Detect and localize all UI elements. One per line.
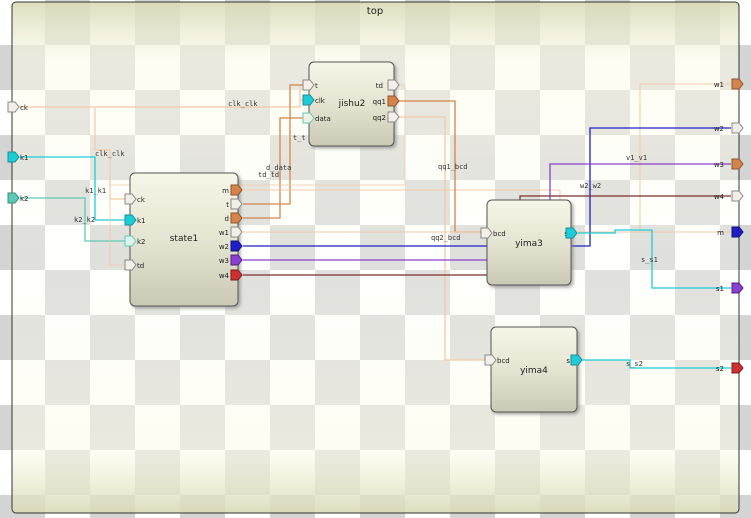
- wire-label-qq2: qq2_bcd: [431, 234, 461, 242]
- wire-s2: [582, 359, 731, 369]
- svg-text:w2: w2: [219, 243, 229, 251]
- jishu2-port-t[interactable]: [302, 79, 315, 91]
- svg-text:t: t: [226, 201, 229, 209]
- block-yima3[interactable]: yima3 bcd s: [480, 199, 578, 286]
- wire-label-s2: s_s2: [626, 360, 643, 368]
- output-port-m[interactable]: m: [717, 226, 744, 238]
- svg-text:k1: k1: [137, 217, 146, 225]
- output-port-w1[interactable]: w1: [714, 78, 744, 90]
- svg-text:ck: ck: [20, 104, 29, 112]
- wire-label-t: t_t: [293, 134, 306, 142]
- svg-text:w3: w3: [714, 161, 724, 169]
- output-port-s2[interactable]: s2: [716, 362, 744, 374]
- wire-w1: [600, 83, 731, 233]
- svg-text:ck: ck: [137, 196, 146, 204]
- svg-text:bcd: bcd: [493, 230, 506, 238]
- yima3-port-s[interactable]: [565, 227, 578, 239]
- state1-port-k1[interactable]: [124, 214, 137, 226]
- svg-text:w1: w1: [714, 81, 724, 89]
- yima4-port-bcd[interactable]: [484, 354, 497, 366]
- svg-text:k1: k1: [20, 154, 29, 162]
- svg-text:clk: clk: [315, 97, 326, 105]
- state1-port-k2[interactable]: [124, 235, 137, 247]
- output-port-w2[interactable]: w2: [714, 122, 744, 134]
- jishu2-port-td[interactable]: [387, 79, 400, 91]
- svg-text:m: m: [717, 229, 724, 237]
- input-port-k2[interactable]: k2: [7, 192, 29, 204]
- wire-label-clk: clk_clk: [228, 100, 258, 108]
- svg-text:td: td: [137, 262, 144, 270]
- jishu2-port-clk[interactable]: [302, 94, 315, 106]
- svg-text:w3: w3: [219, 257, 229, 265]
- wire-s1: [578, 229, 731, 289]
- wire-label-s1: s_s1: [641, 256, 658, 264]
- svg-text:qq2: qq2: [373, 114, 386, 122]
- jishu2-port-data[interactable]: [302, 112, 315, 124]
- wire-clk-state: [94, 107, 125, 200]
- svg-text:w4: w4: [714, 193, 725, 201]
- wire-k2: [20, 197, 125, 242]
- block-state1-name: state1: [170, 234, 199, 244]
- state1-port-t[interactable]: [230, 198, 243, 210]
- block-jishu2[interactable]: jishu2 t clk data td qq1 qq2: [302, 61, 400, 147]
- output-port-s1[interactable]: s1: [716, 282, 744, 294]
- wire-label-w2: w2_w2: [580, 182, 601, 190]
- output-port-w3[interactable]: w3: [714, 158, 744, 170]
- yima4-port-s[interactable]: [570, 354, 583, 366]
- wire-qq2: [398, 116, 485, 361]
- output-port-w4[interactable]: w4: [714, 190, 744, 202]
- wire-label-d: d_data: [266, 164, 291, 172]
- svg-text:data: data: [315, 115, 331, 123]
- block-state1[interactable]: state1 ck k1 k2 td m t d w1 w2 w3 w4: [124, 172, 243, 307]
- state1-port-w2[interactable]: [230, 240, 243, 252]
- svg-text:qq1: qq1: [373, 98, 386, 106]
- svg-text:w4: w4: [219, 272, 230, 280]
- svg-text:w2: w2: [714, 125, 724, 133]
- block-jishu2-name: jishu2: [338, 99, 366, 109]
- wire-w2: [243, 127, 731, 247]
- state1-port-w3[interactable]: [230, 254, 243, 266]
- svg-text:d: d: [225, 215, 229, 223]
- svg-text:s1: s1: [716, 285, 724, 293]
- svg-text:m: m: [222, 187, 229, 195]
- wire-t: [243, 84, 303, 205]
- svg-text:k2: k2: [20, 195, 29, 203]
- input-port-k1[interactable]: k1: [7, 151, 29, 163]
- svg-text:t: t: [315, 82, 318, 90]
- state1-port-w1[interactable]: [230, 226, 243, 238]
- wire-label-qq1: qq1_bcd: [438, 163, 468, 171]
- svg-text:k2: k2: [137, 238, 146, 246]
- svg-text:td: td: [376, 82, 383, 90]
- block-yima4[interactable]: yima4 bcd s: [484, 326, 583, 413]
- input-port-ck[interactable]: ck: [7, 101, 29, 113]
- wire-label-k2: k2_k2: [74, 216, 95, 224]
- state1-port-ck[interactable]: [124, 193, 137, 205]
- block-yima3-name: yima3: [515, 239, 543, 249]
- wire-td: [109, 84, 406, 266]
- svg-text:s: s: [566, 357, 570, 365]
- top-title: top: [367, 6, 383, 17]
- wire-d-data: [243, 117, 303, 219]
- yima3-port-bcd[interactable]: [480, 227, 493, 239]
- wire-label-v1: v1_v1: [626, 154, 647, 162]
- state1-port-td[interactable]: [124, 259, 137, 271]
- jishu2-port-qq2[interactable]: [387, 111, 400, 123]
- wire-label-td: td_td: [258, 171, 279, 179]
- wire-label-k1: k1_k1: [85, 187, 106, 195]
- jishu2-port-qq1[interactable]: [387, 95, 400, 107]
- svg-text:s2: s2: [716, 365, 724, 373]
- wire-label-clk2: clk_clk: [95, 150, 125, 158]
- state1-port-d[interactable]: [230, 212, 243, 224]
- state1-port-w4[interactable]: [230, 269, 243, 281]
- svg-text:w1: w1: [219, 229, 229, 237]
- block-yima4-name: yima4: [520, 366, 548, 376]
- svg-text:bcd: bcd: [497, 357, 510, 365]
- state1-port-m[interactable]: [230, 184, 243, 196]
